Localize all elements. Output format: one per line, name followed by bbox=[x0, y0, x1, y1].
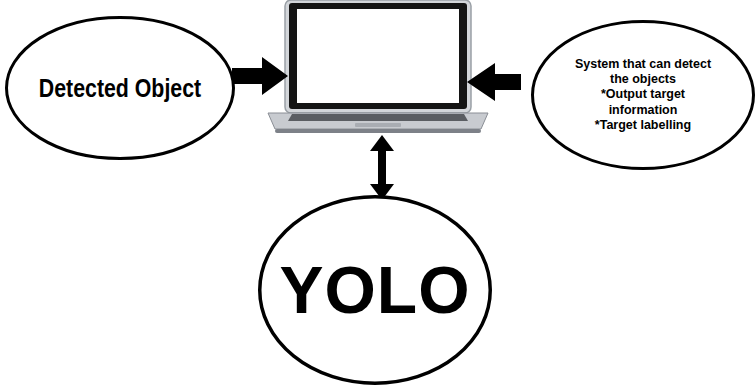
laptop-illustration bbox=[268, 0, 488, 133]
node-text: YOLO bbox=[279, 254, 470, 327]
arrow-left bbox=[467, 63, 521, 101]
laptop-trackpad bbox=[355, 123, 401, 127]
laptop-bezel bbox=[289, 3, 467, 109]
node-text: Detected Object bbox=[39, 74, 201, 103]
laptop-edge bbox=[275, 129, 481, 133]
text-group: Detected Object bbox=[0, 74, 240, 103]
text-group: System that can detect the objects*Outpu… bbox=[568, 57, 718, 133]
ellipse-shape bbox=[7, 18, 234, 159]
laptop-base bbox=[268, 113, 488, 129]
ellipse-shape bbox=[533, 22, 754, 169]
yolo-circle: YOLO bbox=[258, 195, 492, 385]
ellipse-shape bbox=[260, 197, 491, 384]
laptop-screen bbox=[297, 9, 459, 103]
node-text: *Output target information bbox=[568, 87, 718, 118]
node-text: *Target labelling bbox=[595, 118, 691, 133]
laptop-keyboard bbox=[288, 114, 468, 121]
object-ellipse: Detected Object bbox=[5, 16, 235, 160]
laptop-lid bbox=[285, 0, 471, 113]
arrow-right bbox=[232, 57, 288, 95]
text-group: YOLO bbox=[265, 254, 485, 327]
system-ellipse: System that can detect the objects*Outpu… bbox=[531, 20, 755, 170]
double-arrow bbox=[370, 135, 394, 200]
node-text: System that can detect the objects bbox=[568, 57, 718, 88]
